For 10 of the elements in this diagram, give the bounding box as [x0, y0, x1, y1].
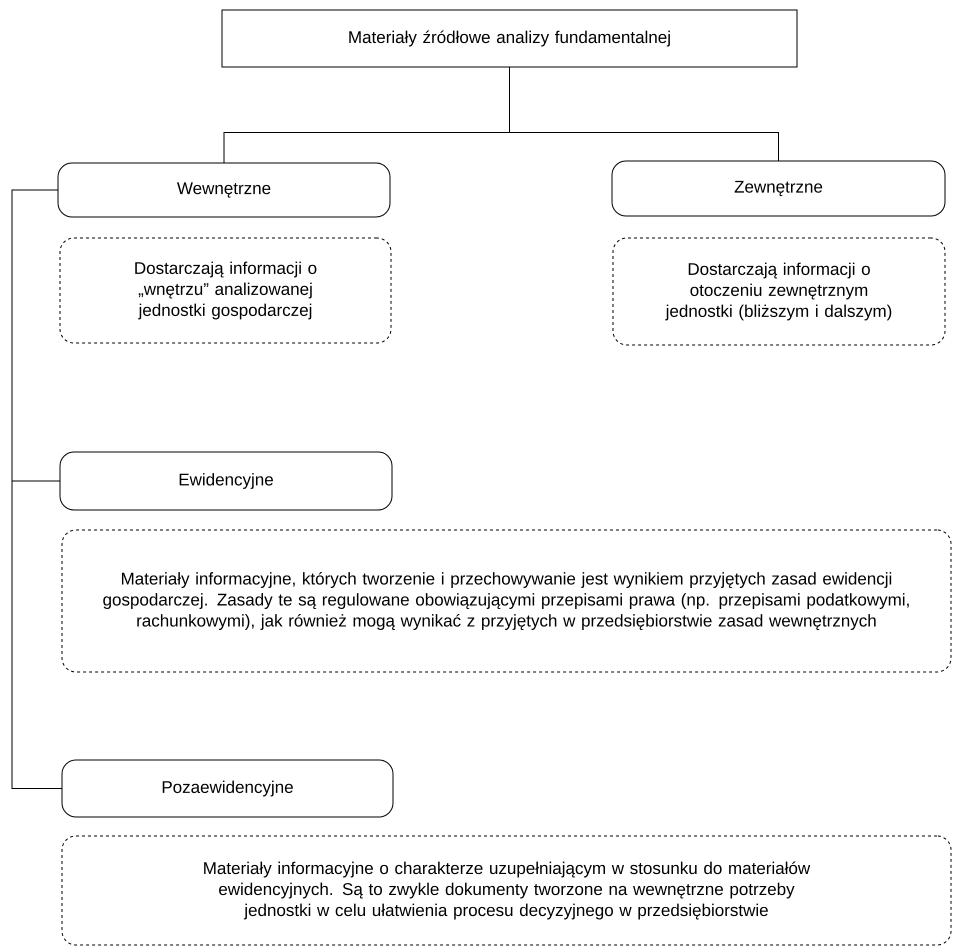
category-box: Zewnętrzne: [612, 160, 946, 216]
title-box: Materiały źródłowe analizy fundamentalnej: [222, 10, 798, 68]
category-box: Pozaewidencyjne: [62, 760, 394, 818]
description-box: Materiały informacyjne, których tworzenie i przechowywanie jest wynikiem przyjętych zasad ewidencji gospodarczej. Zasady te są regulowane obowiązującymi przepisami prawa (np. przepisami podatkowymi, rachunkowymi), jak również mogą wynikać z przyjętych w przedsiębiorstwie zasad wewnętrznych: [62, 530, 952, 672]
description-box: Materiały informacyjne o charakterze uzupełniającym w stosunku do materiałów ewidencyjnych. Są to zwykle dokumenty tworzone na wewnętrzne potrzeby jednostki w celu ułatwienia procesu decyzyjnego w przedsiębiorstwie: [62, 836, 952, 946]
description-box: Dostarczają informacji o otoczeniu zewnętrznym jednostki (bliższym i dalszym): [612, 238, 946, 346]
category-box: Ewidencyjne: [60, 452, 392, 510]
category-box: Wewnętrzne: [58, 162, 390, 218]
description-box: Dostarczają informacji o „wnętrzu” analizowanej jednostki gospodarczej: [60, 238, 392, 344]
connector-line: [12, 190, 62, 789]
